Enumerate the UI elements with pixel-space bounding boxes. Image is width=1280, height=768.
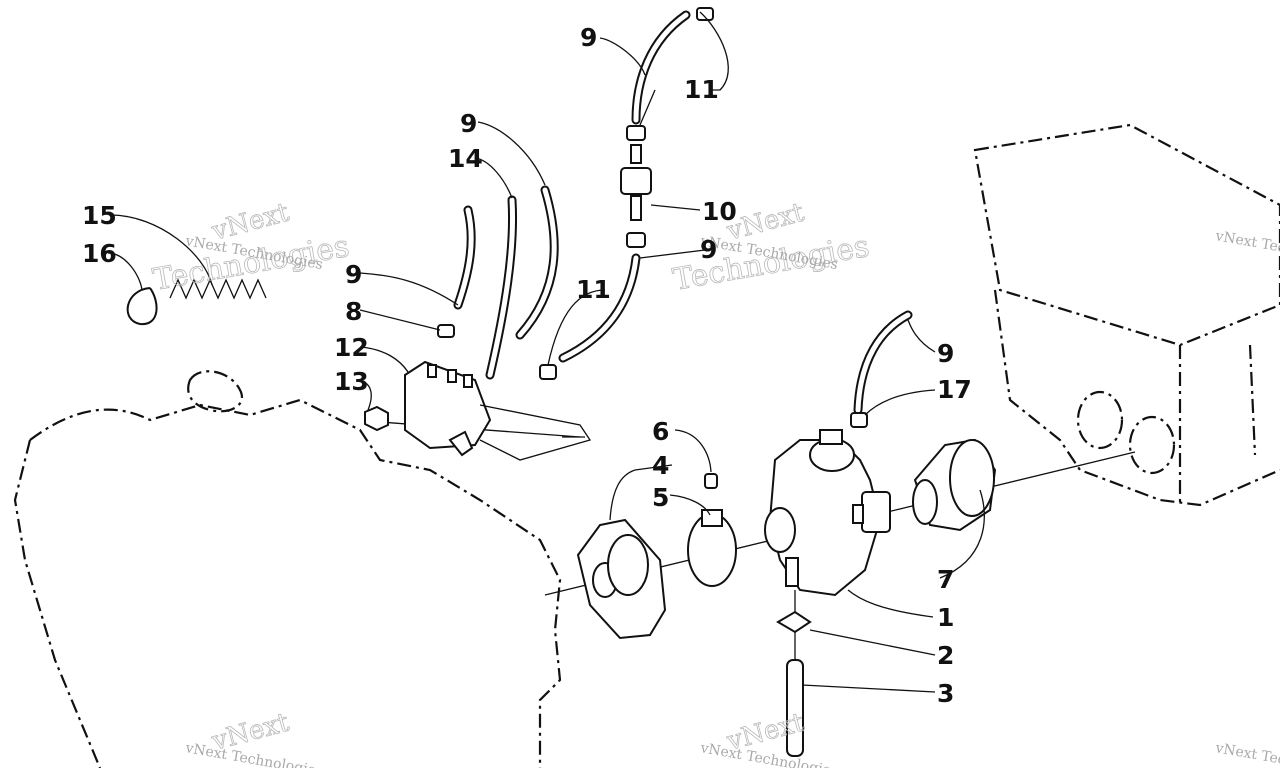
callout-10: 10 <box>702 197 737 226</box>
callout-9: 9 <box>580 23 597 52</box>
callout-11: 11 <box>684 75 719 104</box>
callout-15: 15 <box>82 201 117 230</box>
callout-2: 2 <box>937 641 954 670</box>
callout-9: 9 <box>937 339 954 368</box>
fuel-pump <box>404 360 592 461</box>
callout-9: 9 <box>700 235 717 264</box>
callout-11: 11 <box>576 275 611 304</box>
callout-16: 16 <box>82 239 117 268</box>
engine-outline <box>13 370 562 768</box>
assembly-axis <box>379 421 1136 660</box>
fuel-filter <box>620 144 652 221</box>
callout-1: 1 <box>937 603 954 632</box>
watermark-small: vNext Technologies <box>1213 228 1280 268</box>
callout-3: 3 <box>937 679 954 708</box>
callout-9: 9 <box>460 109 477 138</box>
callout-8: 8 <box>345 297 362 326</box>
leader-lines <box>107 11 985 693</box>
callout-6: 6 <box>652 417 669 446</box>
callout-12: 12 <box>334 333 369 362</box>
callout-14: 14 <box>448 144 483 173</box>
callout-labels: 9 11 9 14 10 15 16 9 9 11 8 12 13 9 17 6… <box>82 23 972 708</box>
carb-flange <box>576 518 667 640</box>
callout-5: 5 <box>652 483 669 512</box>
callout-4: 4 <box>652 451 669 480</box>
callout-7: 7 <box>937 565 954 594</box>
small-parts <box>364 7 868 634</box>
callout-9: 9 <box>345 260 362 289</box>
airbox-outline <box>973 123 1280 507</box>
intake-boot <box>912 438 997 532</box>
clamp <box>687 509 737 587</box>
drain-tube <box>786 659 804 757</box>
callout-17: 17 <box>937 375 972 404</box>
spring-and-clip <box>126 278 267 326</box>
callout-13: 13 <box>334 367 369 396</box>
watermark-small: vNext Technologies <box>1213 740 1280 768</box>
fuel-hoses <box>453 10 913 415</box>
carburetor <box>764 429 891 597</box>
